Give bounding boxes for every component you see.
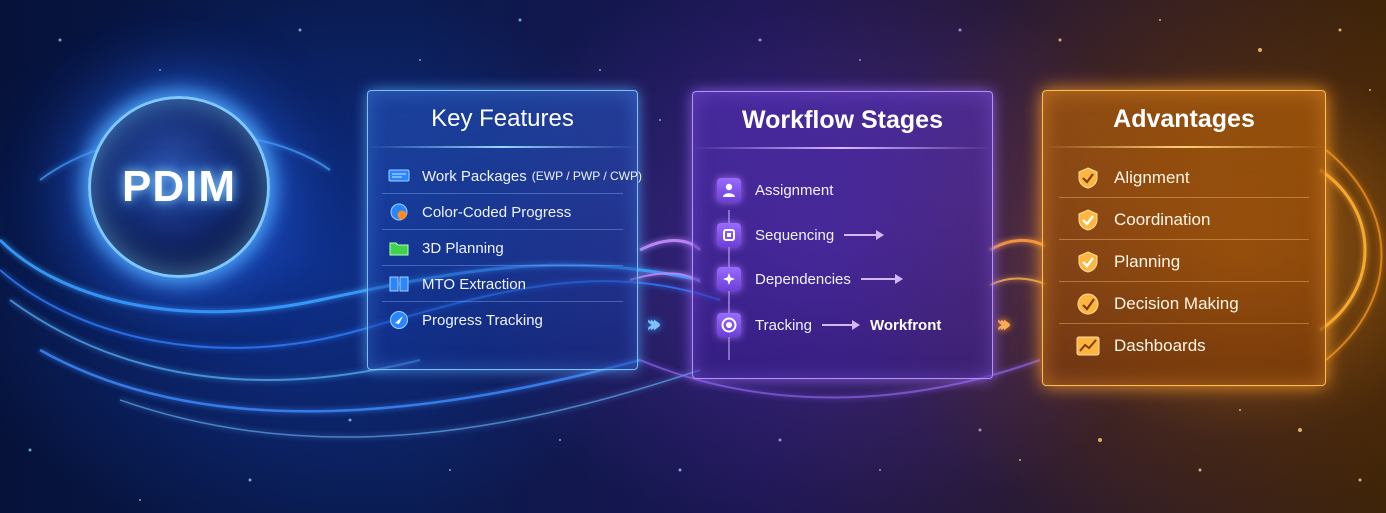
title-divider <box>693 147 992 149</box>
row-divider <box>382 265 623 266</box>
item-label: Work Packages <box>422 167 527 185</box>
item-label: MTO Extraction <box>422 275 526 293</box>
chevron-right-icon: ››› <box>646 310 661 338</box>
pdim-logo: PDIM <box>88 96 270 278</box>
item-label: 3D Planning <box>422 239 504 257</box>
list-item: MTO Extraction <box>388 275 526 293</box>
check-badge-icon <box>1075 249 1101 275</box>
list-item: Coordination <box>1075 207 1210 233</box>
item-label: Sequencing <box>755 226 835 244</box>
workfront-label: Workfront <box>869 316 942 334</box>
workflow-stages-panel: Workflow Stages Assignment Sequencing De… <box>692 91 993 379</box>
dependency-icon <box>717 267 741 291</box>
item-label: Tracking <box>755 316 812 334</box>
row-divider <box>1059 323 1309 324</box>
list-item: Planning <box>1075 249 1180 275</box>
item-label: Dashboards <box>1114 336 1206 355</box>
list-item: Tracking Workfront <box>717 313 941 337</box>
row-divider <box>1059 281 1309 282</box>
person-icon <box>717 178 741 202</box>
list-item: Sequencing <box>717 223 885 247</box>
shield-icon <box>1075 165 1101 191</box>
item-suffix: (EWP / PWP / CWP) <box>531 169 642 183</box>
globe-icon <box>388 203 410 221</box>
target-icon <box>717 313 741 337</box>
folder-icon <box>388 239 410 257</box>
item-label: Assignment <box>755 181 834 199</box>
list-item: Alignment <box>1075 165 1190 191</box>
list-item: Decision Making <box>1075 291 1239 317</box>
workflow-stages-title: Workflow Stages <box>742 106 943 134</box>
list-item: 3D Planning <box>388 239 504 257</box>
list-item: Dependencies <box>717 267 903 291</box>
row-divider <box>1059 197 1309 198</box>
sequence-icon <box>717 223 741 247</box>
compass-icon <box>388 311 410 329</box>
item-label: Coordination <box>1114 210 1211 229</box>
advantages-panel: Advantages Alignment Coordination Planni… <box>1042 90 1326 386</box>
monitor-icon <box>388 167 410 185</box>
arrow-right-icon <box>860 274 903 284</box>
chart-icon <box>1075 333 1101 359</box>
list-item: Color-Coded Progress <box>388 203 571 221</box>
item-label: Alignment <box>1114 168 1190 187</box>
item-label: Planning <box>1114 252 1181 271</box>
item-label: Decision Making <box>1114 294 1239 313</box>
item-label: Progress Tracking <box>422 311 543 329</box>
item-label: Dependencies <box>755 270 851 288</box>
row-divider <box>382 301 623 302</box>
row-divider <box>1059 239 1309 240</box>
arrow-right-icon <box>844 230 885 240</box>
chevron-right-icon: ››› <box>996 310 1011 338</box>
check-badge-icon <box>1075 207 1101 233</box>
list-item: Dashboards <box>1075 333 1206 359</box>
item-label: Color-Coded Progress <box>422 203 572 221</box>
row-divider <box>382 193 623 194</box>
key-features-title: Key Features <box>431 105 574 132</box>
arrow-right-icon <box>821 320 860 330</box>
advantages-title: Advantages <box>1113 105 1255 133</box>
key-features-panel: Key Features Work Packages (EWP / PWP / … <box>367 90 642 370</box>
list-item: Progress Tracking <box>388 311 543 329</box>
title-divider <box>368 146 637 148</box>
title-divider <box>1043 146 1325 148</box>
gauge-icon <box>1075 291 1101 317</box>
row-divider <box>382 229 623 230</box>
list-item: Work Packages (EWP / PWP / CWP) <box>388 167 642 185</box>
logo-title: PDIM <box>122 162 236 211</box>
list-item: Assignment <box>717 178 833 202</box>
book-icon <box>388 275 410 293</box>
